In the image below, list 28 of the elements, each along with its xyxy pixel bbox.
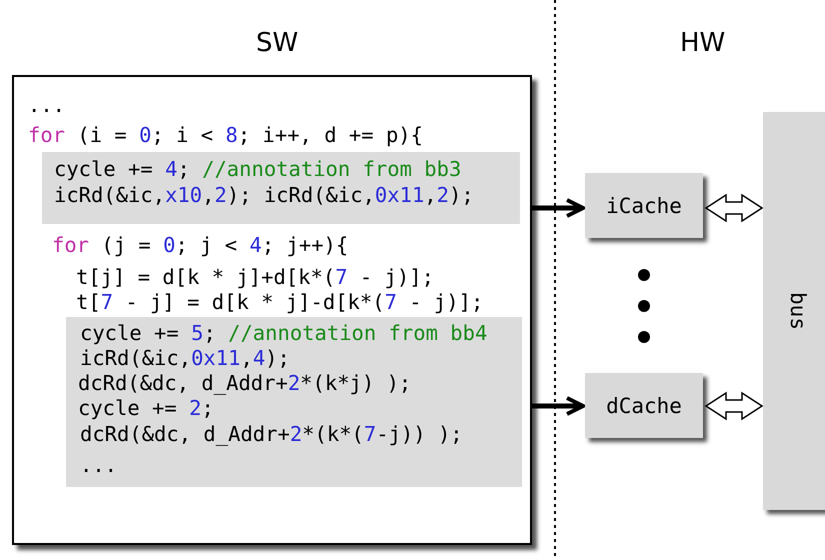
code-block: [12, 75, 532, 545]
code-line: icRd(&ic,0x11,4);: [80, 346, 290, 371]
annotation-block: [66, 317, 522, 487]
code-line: for (i = 0; i < 8; i++, d += p){: [28, 123, 423, 148]
cache-box: [585, 373, 703, 438]
code-line: cycle += 5; //annotation from bb4: [80, 321, 488, 346]
arrow: [532, 198, 585, 218]
box-label: dCache: [606, 394, 682, 418]
code-line: icRd(&ic,x10,2); icRd(&ic,0x11,2);: [54, 183, 474, 208]
double-arrow: [704, 194, 764, 222]
section-heading: HW: [680, 28, 726, 58]
cache-box: [585, 173, 703, 238]
code-line: for (j = 0; j < 4; j++){: [52, 233, 348, 258]
section-heading: SW: [256, 28, 298, 58]
bus-bar: [763, 112, 825, 510]
code-line: ...: [28, 93, 66, 118]
arrow: [532, 396, 585, 416]
code-line: cycle += 4; //annotation from bb3: [54, 157, 462, 182]
annotation-block: [42, 152, 520, 224]
double-arrow: [704, 392, 764, 420]
code-line: dcRd(&dc, d_Addr+2*(k*(7-j)) );: [80, 422, 463, 447]
box-label: bus: [786, 292, 810, 330]
code-line: cycle += 2;: [78, 396, 214, 421]
code-line: t[j] = d[k * j]+d[k*(7 - j)];: [76, 265, 434, 290]
box-label: iCache: [606, 194, 682, 218]
code-line: dcRd(&dc, d_Addr+2*(k*j) );: [78, 371, 412, 396]
code-line: ...: [80, 453, 118, 478]
code-line: t[7 - j] = d[k * j]-d[k*(7 - j)];: [76, 290, 484, 315]
